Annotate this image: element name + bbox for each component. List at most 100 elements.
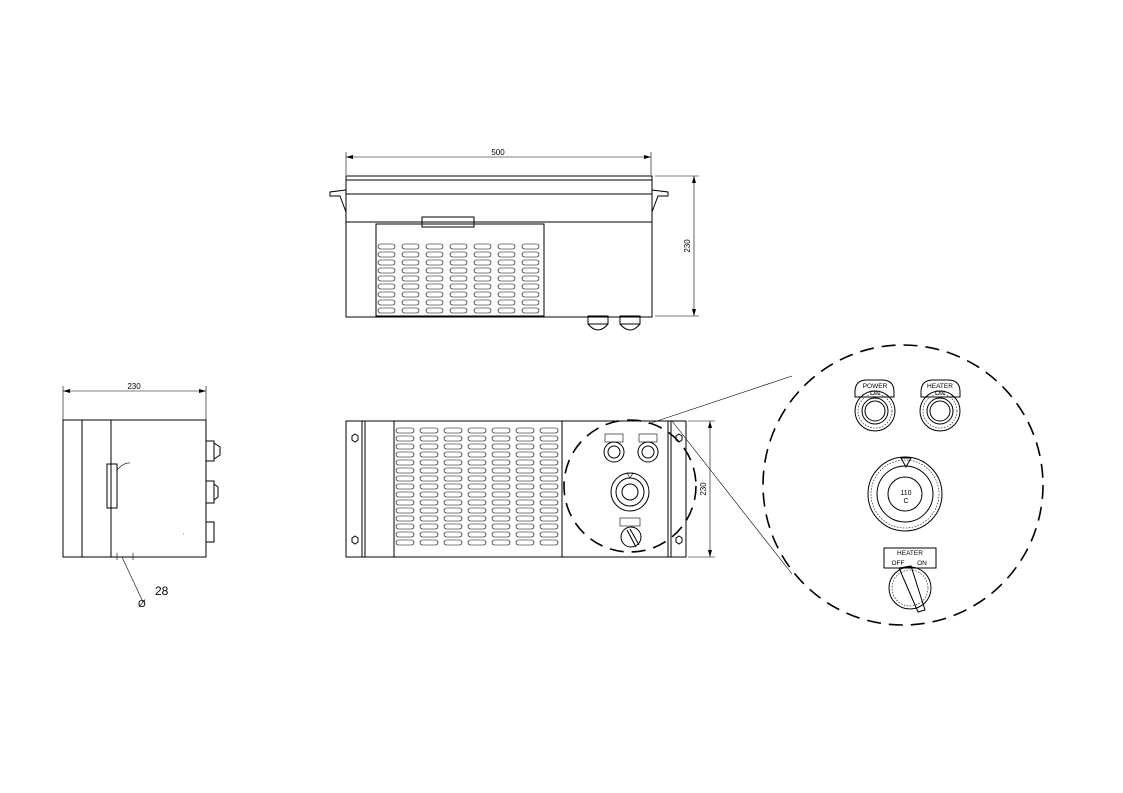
vent-slot bbox=[539, 451, 559, 458]
vent-slot bbox=[449, 291, 468, 298]
vent-slot bbox=[377, 307, 396, 314]
vent-slot bbox=[515, 491, 535, 498]
vent-slot bbox=[395, 507, 415, 514]
vent-slot bbox=[467, 427, 487, 434]
vent-slot bbox=[401, 267, 420, 274]
vent-slot bbox=[419, 427, 439, 434]
top-width-dimension: 500 bbox=[345, 148, 652, 175]
diameter-symbol: Ø bbox=[138, 599, 146, 610]
vent-slot bbox=[419, 467, 439, 474]
vent-slot bbox=[539, 499, 559, 506]
vent-slot bbox=[539, 483, 559, 490]
vent-slot bbox=[491, 451, 511, 458]
vent-slot bbox=[395, 443, 415, 450]
vent-slot bbox=[449, 259, 468, 266]
vent-slot bbox=[515, 475, 535, 482]
vent-slot bbox=[521, 251, 540, 258]
vent-slot bbox=[539, 475, 559, 482]
vent-slot bbox=[515, 459, 535, 466]
vent-slot bbox=[539, 515, 559, 522]
vent-slot bbox=[497, 307, 516, 314]
side-view: 230 Ø 28 bbox=[62, 382, 221, 610]
vent-slot bbox=[515, 483, 535, 490]
vent-slot bbox=[497, 267, 516, 274]
vent-slot bbox=[515, 539, 535, 546]
vent-slot bbox=[473, 283, 492, 290]
vent-slot bbox=[377, 243, 396, 250]
vent-slot bbox=[395, 427, 415, 434]
vent-slot bbox=[425, 291, 444, 298]
vent-slot bbox=[467, 467, 487, 474]
vent-slot bbox=[395, 451, 415, 458]
vent-slot bbox=[497, 251, 516, 258]
vent-slot bbox=[443, 443, 463, 450]
vent-slot bbox=[443, 475, 463, 482]
vent-slot bbox=[377, 291, 396, 298]
top-connector-right bbox=[619, 315, 641, 331]
vent-slot bbox=[395, 483, 415, 490]
vent-slot bbox=[491, 539, 511, 546]
vent-slot bbox=[401, 259, 420, 266]
vent-slot bbox=[539, 443, 559, 450]
power-label: POWER bbox=[863, 383, 888, 390]
vent-slot bbox=[515, 507, 535, 514]
vent-slot bbox=[401, 283, 420, 290]
vent-slot bbox=[395, 531, 415, 538]
vent-slot bbox=[473, 259, 492, 266]
vent-slot bbox=[395, 491, 415, 498]
top-width-label: 500 bbox=[491, 148, 505, 157]
vent-slot bbox=[515, 467, 535, 474]
vent-slot bbox=[419, 507, 439, 514]
vent-slot bbox=[443, 435, 463, 442]
vent-slot bbox=[467, 475, 487, 482]
switch-on-label: ON bbox=[917, 560, 927, 567]
vent-slot bbox=[395, 467, 415, 474]
vent-slot bbox=[491, 475, 511, 482]
vent-slot bbox=[497, 283, 516, 290]
vent-slot bbox=[539, 435, 559, 442]
vent-slot bbox=[521, 283, 540, 290]
vent-slot bbox=[491, 427, 511, 434]
vent-slot bbox=[473, 267, 492, 274]
power-on-lamp: POWER ON bbox=[854, 379, 896, 432]
vent-slot bbox=[467, 499, 487, 506]
vent-slot bbox=[515, 427, 535, 434]
vent-slot bbox=[539, 459, 559, 466]
vent-slot bbox=[395, 475, 415, 482]
vent-slot bbox=[419, 459, 439, 466]
vent-slot bbox=[419, 483, 439, 490]
vent-slot bbox=[425, 307, 444, 314]
vent-slot bbox=[419, 451, 439, 458]
vent-slot bbox=[491, 443, 511, 450]
vent-slot bbox=[467, 539, 487, 546]
vent-slot bbox=[395, 499, 415, 506]
vent-slot bbox=[467, 515, 487, 522]
side-width-label: 230 bbox=[127, 382, 141, 391]
vent-slot bbox=[377, 299, 396, 306]
vent-slot bbox=[449, 275, 468, 282]
vent-slot bbox=[401, 291, 420, 298]
front-vent-grid bbox=[395, 427, 559, 546]
vent-slot bbox=[419, 435, 439, 442]
vent-slot bbox=[467, 531, 487, 538]
vent-slot bbox=[443, 523, 463, 530]
vent-slot bbox=[491, 523, 511, 530]
vent-slot bbox=[419, 523, 439, 530]
vent-slot bbox=[449, 251, 468, 258]
vent-slot bbox=[395, 459, 415, 466]
vent-slot bbox=[443, 491, 463, 498]
side-width-dimension: 230 bbox=[62, 382, 207, 420]
vent-slot bbox=[473, 291, 492, 298]
vent-slot bbox=[449, 267, 468, 274]
vent-slot bbox=[425, 267, 444, 274]
vent-slot bbox=[395, 435, 415, 442]
vent-slot bbox=[377, 251, 396, 258]
vent-slot bbox=[521, 307, 540, 314]
power-on-label: ON bbox=[870, 390, 880, 397]
vent-slot bbox=[491, 491, 511, 498]
vent-slot bbox=[401, 307, 420, 314]
vent-slot bbox=[521, 291, 540, 298]
vent-slot bbox=[515, 451, 535, 458]
vent-slot bbox=[539, 523, 559, 530]
